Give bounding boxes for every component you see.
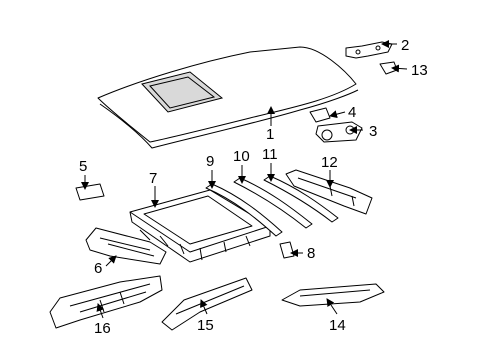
roof-bow-11 — [263, 175, 339, 223]
small-pad — [75, 183, 105, 201]
callout-5: 5 — [79, 158, 87, 175]
rear-rail — [85, 227, 167, 265]
callout-3: 3 — [369, 123, 377, 140]
callout-14: 14 — [329, 317, 346, 334]
callout-11: 11 — [262, 146, 278, 163]
callout-16: 16 — [94, 320, 111, 337]
callout-15: 15 — [197, 317, 214, 334]
roof-bow-9 — [205, 183, 283, 237]
callout-12: 12 — [321, 154, 338, 171]
callout-labels: 1 2 3 4 5 6 7 8 9 10 11 12 13 14 15 16 — [79, 37, 428, 337]
side-rail-14 — [281, 283, 385, 307]
bracket-assembly — [315, 121, 363, 143]
sunroof-frame — [129, 189, 271, 263]
roof-bow-10 — [233, 177, 313, 229]
callout-10: 10 — [233, 148, 250, 165]
roof-panel — [97, 46, 359, 149]
callout-7: 7 — [149, 170, 157, 187]
callout-9: 9 — [206, 153, 214, 170]
callout-6: 6 — [94, 260, 102, 277]
callout-8: 8 — [307, 245, 315, 262]
small-clip — [279, 241, 295, 259]
callout-4: 4 — [348, 104, 356, 121]
pad-part — [309, 107, 331, 123]
callout-1: 1 — [266, 126, 274, 143]
bracket-part — [345, 41, 393, 59]
callout-2: 2 — [401, 37, 409, 54]
leader-lines — [81, 40, 408, 319]
side-rail-16 — [49, 275, 163, 329]
callout-13: 13 — [411, 62, 428, 79]
